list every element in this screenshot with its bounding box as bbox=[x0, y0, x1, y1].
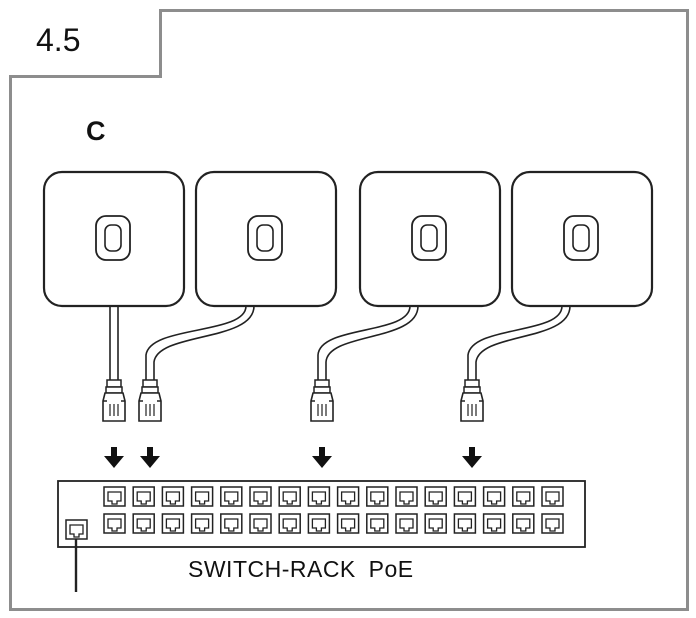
rj45-port-icon bbox=[366, 513, 389, 534]
rj45-port-icon bbox=[103, 513, 126, 534]
rj45-port-icon bbox=[161, 486, 185, 507]
rj45-port-icon bbox=[249, 486, 272, 507]
rj45-port-icon bbox=[424, 486, 447, 507]
rj45-port-icon bbox=[220, 513, 243, 534]
ethernet-plug-icon bbox=[102, 379, 126, 422]
rj45-port-icon bbox=[278, 486, 301, 507]
arrow-down-icon bbox=[140, 447, 160, 468]
rj45-port-icon bbox=[395, 513, 418, 534]
arrow-down-icon bbox=[312, 447, 332, 468]
rj45-port-icon bbox=[307, 513, 331, 534]
rj45-port-icon bbox=[278, 513, 301, 534]
rj45-port-icon bbox=[161, 513, 185, 534]
rj45-port-icon bbox=[395, 486, 418, 507]
ethernet-plug-icon bbox=[138, 379, 162, 422]
ethernet-plug-icon bbox=[460, 379, 484, 422]
ethernet-plug-icon bbox=[310, 379, 334, 422]
ethernet-cables bbox=[109, 305, 571, 380]
rj45-port-icon bbox=[541, 513, 564, 534]
rj45-port-icon bbox=[453, 486, 477, 507]
switch-label: SWITCH-RACK PoE bbox=[188, 556, 414, 582]
step-number: 4.5 bbox=[36, 22, 81, 58]
rj45-port-icon bbox=[366, 486, 389, 507]
access-point-icon bbox=[194, 170, 338, 308]
rj45-port-icon bbox=[336, 513, 360, 534]
rj45-port-icon bbox=[132, 486, 155, 507]
rj45-port-icon bbox=[220, 486, 243, 507]
rj45-port-icon bbox=[249, 513, 272, 534]
rj45-port-icon bbox=[190, 486, 214, 507]
arrow-down-icon bbox=[462, 447, 482, 468]
rj45-port-icon bbox=[103, 486, 126, 507]
rj45-port-icon bbox=[190, 513, 214, 534]
rj45-port-icon bbox=[132, 513, 155, 534]
access-point-icon bbox=[42, 170, 186, 308]
rj45-port-icon bbox=[424, 513, 447, 534]
rj45-port-icon bbox=[336, 486, 360, 507]
diagram-frame bbox=[9, 9, 689, 611]
access-point-icon bbox=[358, 170, 502, 308]
rj45-port-icon bbox=[65, 519, 88, 540]
step-number-box bbox=[9, 9, 162, 78]
rj45-port-icon bbox=[482, 486, 506, 507]
panel-letter: C bbox=[86, 116, 106, 146]
access-point-icon bbox=[510, 170, 654, 308]
rj45-port-icon bbox=[482, 513, 506, 534]
rj45-port-icon bbox=[541, 486, 564, 507]
rj45-port-icon bbox=[307, 486, 331, 507]
arrow-down-icon bbox=[104, 447, 124, 468]
rj45-port-icon bbox=[512, 486, 535, 507]
rj45-port-icon bbox=[453, 513, 477, 534]
rj45-port-icon bbox=[512, 513, 535, 534]
